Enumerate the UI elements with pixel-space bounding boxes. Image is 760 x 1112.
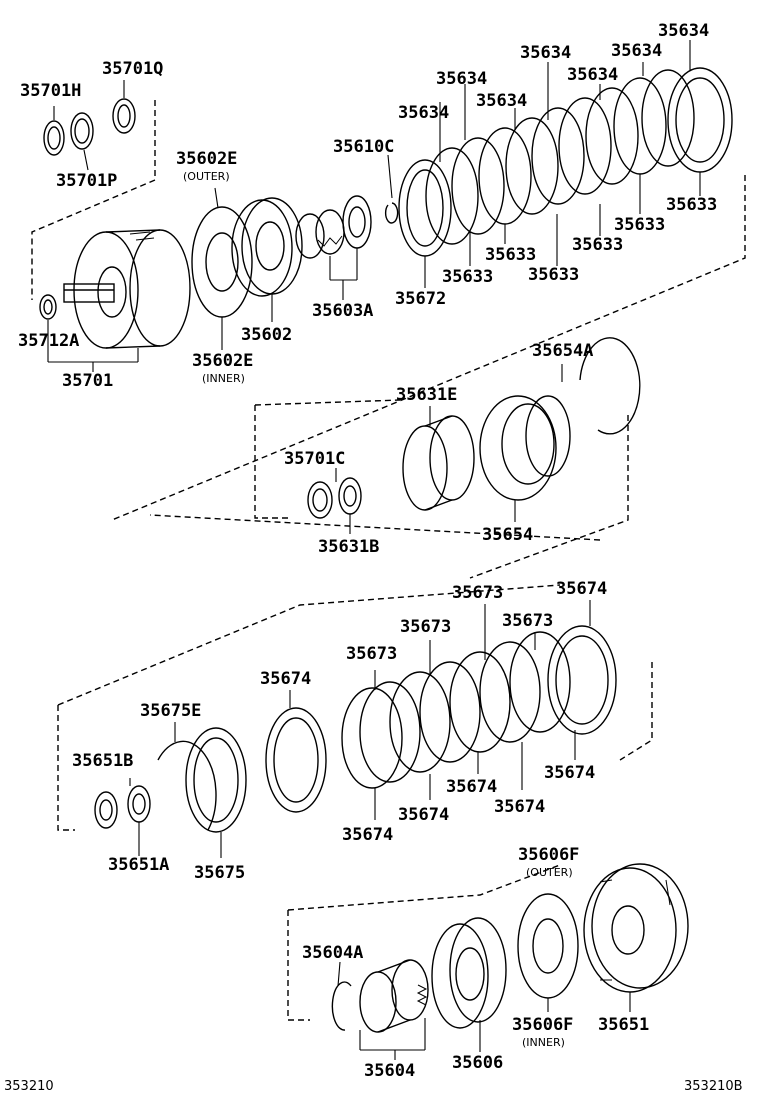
label-35604: 35604 <box>364 1061 416 1081</box>
label-35606F-inner-note: (INNER) <box>522 1036 565 1049</box>
label-35674-b1: 35674 <box>342 825 394 845</box>
clutch-pack-group3 <box>265 625 617 813</box>
label-35651A: 35651A <box>108 855 170 875</box>
label-35672: 35672 <box>395 289 447 309</box>
leader-lines <box>47 40 701 1060</box>
label-35606F-outer: 35606F <box>518 845 580 865</box>
label-35634-b: 35634 <box>436 69 488 89</box>
label-35651B: 35651B <box>72 751 134 771</box>
label-35603A: 35603A <box>312 301 374 321</box>
washer-35701H <box>43 120 65 156</box>
label-35602E-outer: 35602E <box>176 149 238 169</box>
label-35675E: 35675E <box>140 701 202 721</box>
washer-35701P <box>70 112 94 150</box>
washer-35701Q <box>112 98 136 134</box>
snap-ring-35604A <box>331 981 352 1031</box>
label-35701P: 35701P <box>56 171 118 191</box>
label-35631E: 35631E <box>396 385 458 405</box>
bearing-35631B <box>338 477 362 515</box>
label-35712A: 35712A <box>18 331 80 351</box>
label-35651: 35651 <box>598 1015 650 1035</box>
label-35673-b: 35673 <box>400 617 452 637</box>
washer-35651A <box>127 785 151 823</box>
label-35701Q: 35701Q <box>102 59 164 79</box>
label-35606: 35606 <box>452 1053 504 1073</box>
flange-35675 <box>185 727 247 833</box>
label-35675: 35675 <box>194 863 246 883</box>
bearing-35651B <box>94 791 118 829</box>
label-35674-b2: 35674 <box>398 805 450 825</box>
label-35606F-outer-note: (OUTER) <box>526 866 573 879</box>
label-35674-b3: 35674 <box>446 777 498 797</box>
group4-boundary <box>287 864 561 1021</box>
label-35602: 35602 <box>241 325 293 345</box>
snap-ring-35654A <box>579 337 641 435</box>
clutch-drum-35701 <box>63 229 191 349</box>
label-35602E-outer-note: (OUTER) <box>183 170 230 183</box>
label-35674-top: 35674 <box>556 579 608 599</box>
group2-boundary <box>254 399 629 579</box>
label-35654: 35654 <box>482 525 534 545</box>
label-35634-a: 35634 <box>398 103 450 123</box>
label-35674-b4: 35674 <box>494 797 546 817</box>
footer-code-right: 353210B <box>684 1079 743 1094</box>
washer-35606F <box>517 893 579 999</box>
label-35634-g: 35634 <box>658 21 710 41</box>
label-35701H: 35701H <box>20 81 82 101</box>
label-35673-c: 35673 <box>346 644 398 664</box>
label-35633-d: 35633 <box>572 235 624 255</box>
drum-35651 <box>583 863 689 993</box>
bearing-35701C <box>307 481 333 519</box>
piston-35606 <box>431 917 507 1029</box>
label-35634-c: 35634 <box>476 91 528 111</box>
piston-35602 <box>231 197 303 297</box>
clutch-pack-group1 <box>398 67 733 257</box>
label-35634-f: 35634 <box>611 41 663 61</box>
spring-35604 <box>359 959 429 1033</box>
snap-ring-35675E <box>157 740 217 831</box>
one-way-clutch-35631E <box>402 415 475 511</box>
label-35633-c: 35633 <box>528 265 580 285</box>
label-35633-e: 35633 <box>614 215 666 235</box>
label-35606F-inner: 35606F <box>512 1015 574 1035</box>
seal-35712A <box>39 294 57 320</box>
label-35701C: 35701C <box>284 449 346 469</box>
label-35602E-inner: 35602E <box>192 351 254 371</box>
label-35674-left: 35674 <box>260 669 312 689</box>
label-35633-f: 35633 <box>666 195 718 215</box>
group3-boundary <box>57 584 653 831</box>
label-35604A: 35604A <box>302 943 364 963</box>
label-35602E-inner-note: (INNER) <box>202 372 245 385</box>
label-35634-d: 35634 <box>520 43 572 63</box>
label-35673-d: 35673 <box>502 611 554 631</box>
label-35610C: 35610C <box>333 137 395 157</box>
label-35701: 35701 <box>62 371 114 391</box>
group1-boundary <box>31 100 746 541</box>
snap-ring-35610C <box>384 202 399 224</box>
label-35631B: 35631B <box>318 537 380 557</box>
spring-retainer-35603A <box>295 195 372 259</box>
label-35673-a: 35673 <box>452 583 504 603</box>
label-35674-b5: 35674 <box>544 763 596 783</box>
label-35654A: 35654A <box>532 341 594 361</box>
label-35634-e: 35634 <box>567 65 619 85</box>
label-35633-b: 35633 <box>485 245 537 265</box>
outer-race-35654 <box>479 395 571 501</box>
footer-code-left: 353210 <box>4 1079 54 1094</box>
label-35633-a: 35633 <box>442 267 494 287</box>
